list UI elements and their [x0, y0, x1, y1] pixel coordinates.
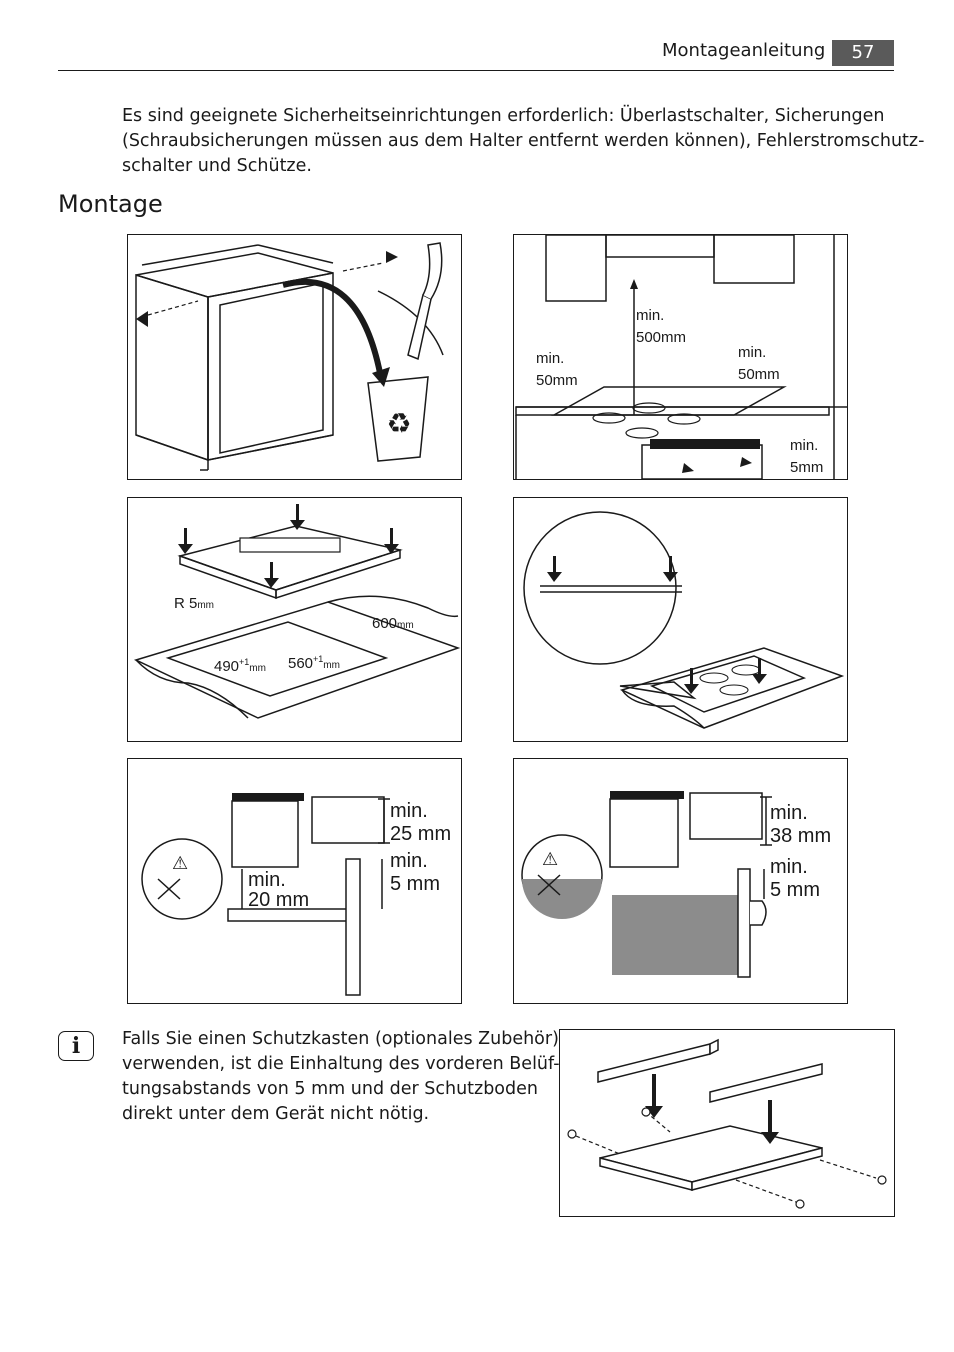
clearance-top-value: 500mm: [636, 329, 686, 346]
warning-icon: ⚠: [542, 849, 558, 869]
info-note: Falls Sie einen Schutzkasten (optionales…: [122, 1027, 560, 1127]
protective-box-illustration: [567, 1038, 887, 1209]
figure-drawer-case: ⚠ min. 25 mm min. 5 mm min. 20 mm: [127, 758, 462, 1004]
oven-side-label: min.: [770, 856, 808, 878]
drawer-case-illustration: ⚠ min. 25 mm min. 5 mm min. 20 mm: [141, 793, 451, 996]
cutout-worktop-value: 600: [372, 615, 397, 632]
oven-top-value: 38 mm: [770, 825, 831, 847]
cutout-depth-unit: mm: [249, 663, 266, 674]
figure-cutout: R 5mm 600mm 490+1mm 560+1mm: [127, 497, 462, 742]
cutout-radius-unit: mm: [197, 600, 214, 611]
info-line: verwenden, ist die Einhaltung des vorder…: [122, 1054, 560, 1074]
clearance-right-label: min.: [738, 344, 766, 361]
oven-case-illustration: ⚠ min. 38 mm min. 5 mm: [521, 791, 831, 978]
figure-oven-case: ⚠ min. 38 mm min. 5 mm: [513, 758, 848, 1004]
oven-top-label: min.: [770, 802, 808, 824]
figure-cabinet-recycle: ♻: [127, 234, 462, 480]
clearance-front-value: 5mm: [790, 459, 823, 476]
cutout-width-tol: +1: [313, 654, 323, 664]
cutout-depth-tol: +1: [239, 657, 249, 667]
clearance-left-label: min.: [536, 350, 564, 367]
drawer-side-label: min.: [390, 850, 428, 872]
cutout-worktop: 600mm: [372, 615, 414, 632]
intro-line: (Schraubsicherungen müssen aus dem Halte…: [122, 131, 925, 151]
info-line: direkt unter dem Gerät nicht nötig.: [122, 1104, 430, 1124]
intro-line: Es sind geeignete Sicherheitseinrichtung…: [122, 106, 885, 126]
cutout-radius: R 5mm: [174, 595, 214, 612]
cutout-depth: 490+1mm: [214, 657, 266, 675]
figure-clearance: min. 500mm min. 50mm min. 50mm min. 5mm: [513, 234, 848, 480]
cutout-illustration: R 5mm 600mm 490+1mm 560+1mm: [133, 504, 461, 719]
figure-protective-box: [559, 1029, 895, 1217]
drawer-top-label: min.: [390, 800, 428, 822]
clearance-front-label: min.: [790, 437, 818, 454]
cutout-radius-value: R 5: [174, 595, 197, 612]
clearance-right-value: 50mm: [738, 366, 780, 383]
warning-icon: ⚠: [172, 853, 188, 873]
drawer-bottom-value: 20 mm: [248, 889, 309, 911]
recycle-icon: ♻: [386, 408, 411, 439]
section-heading: Montage: [58, 190, 163, 218]
cutout-worktop-unit: mm: [397, 620, 414, 631]
clearance-top-label: min.: [636, 307, 664, 324]
drawer-bottom-label: min.: [248, 869, 286, 891]
info-icon: i: [58, 1031, 94, 1061]
cutout-width-value: 560: [288, 655, 313, 672]
header-title: Montageanleitung: [662, 40, 826, 61]
intro-paragraph: Es sind geeignete Sicherheitseinrichtung…: [122, 104, 925, 179]
clearance-left-value: 50mm: [536, 372, 578, 389]
header-divider: [58, 70, 894, 71]
cutout-width: 560+1mm: [288, 654, 340, 672]
drawer-side-value: 5 mm: [390, 873, 440, 895]
intro-line: schalter und Schütze.: [122, 156, 312, 176]
clearance-illustration: min. 500mm min. 50mm min. 50mm min. 5mm: [515, 235, 847, 479]
seal-illustration: [523, 511, 845, 729]
drawer-top-value: 25 mm: [390, 823, 451, 845]
figure-seal: [513, 497, 848, 742]
oven-side-value: 5 mm: [770, 879, 820, 901]
page-number: 57: [832, 40, 894, 66]
cutout-depth-value: 490: [214, 658, 239, 675]
info-line: tungsabstands von 5 mm und der Schutzbod…: [122, 1079, 538, 1099]
info-line: Falls Sie einen Schutzkasten (optionales…: [122, 1029, 559, 1049]
cutout-width-unit: mm: [323, 660, 340, 671]
cabinet-recycle-illustration: ♻: [135, 242, 444, 471]
